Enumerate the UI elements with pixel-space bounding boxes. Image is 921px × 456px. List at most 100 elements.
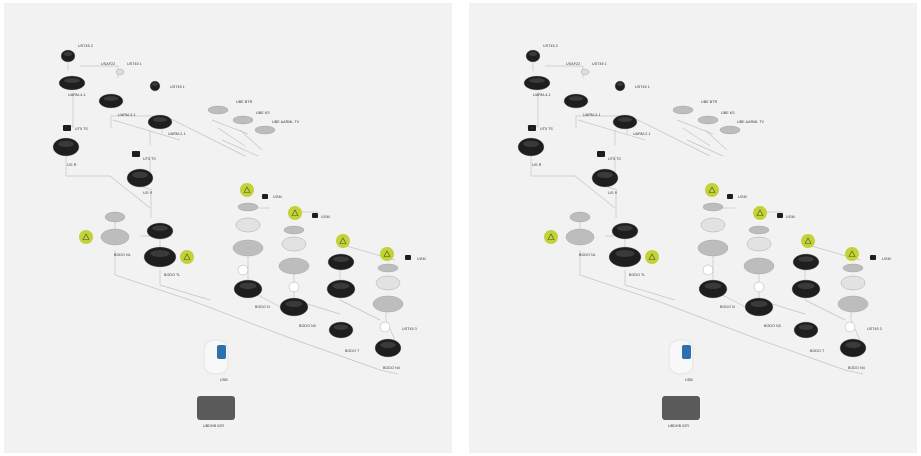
part-label-ust45-2: UST45 2	[78, 44, 93, 48]
compatibility-badge	[79, 230, 93, 244]
bodo-nl-ring	[565, 228, 595, 246]
part-highlight	[152, 117, 168, 123]
part-highlight	[132, 171, 148, 179]
ugm-insert	[777, 213, 783, 218]
jack	[288, 281, 300, 293]
part-highlight	[58, 140, 74, 148]
connector-line	[221, 139, 259, 157]
disc	[748, 225, 770, 235]
adapter-part	[580, 68, 590, 76]
connector-line	[579, 274, 656, 301]
connector-line	[624, 284, 676, 301]
connector-line	[217, 127, 246, 147]
compatibility-badge	[180, 250, 194, 264]
part-highlight	[704, 282, 722, 289]
ube-btr-insert	[672, 105, 694, 115]
part-highlight	[285, 300, 303, 307]
warning-icon	[547, 233, 555, 240]
part-label-ug-r2: UG R	[608, 191, 618, 195]
compatibility-badge	[544, 230, 558, 244]
lid-disc	[569, 211, 591, 223]
part-label-uarm-2-1: UARM-2-1	[633, 132, 651, 136]
warning-icon	[243, 186, 251, 193]
part-highlight	[64, 78, 80, 84]
warning-icon	[756, 209, 764, 216]
part-label-ut5-ts-1: UT5 TS	[75, 127, 88, 131]
part-label-ust45-1a: UST45 1	[592, 62, 607, 66]
part-label-ugm2: UGM	[786, 215, 795, 219]
part-label-ug-r2: UG R	[143, 191, 153, 195]
disc	[283, 225, 305, 235]
part-highlight	[529, 78, 545, 84]
compatibility-badge	[645, 250, 659, 264]
clip	[235, 217, 261, 233]
compatibility-badge	[845, 247, 859, 261]
part-highlight	[333, 324, 349, 331]
connector-line	[239, 129, 263, 151]
part-highlight	[617, 225, 633, 231]
part-label-usb: USB	[685, 378, 693, 382]
part-label-ubdhb: UBDHB 02R	[668, 424, 690, 428]
part-label-ust45-3: UST45 3	[867, 327, 882, 331]
part-label-ust45-2: UST45 2	[543, 44, 558, 48]
part-label-usb: USB	[220, 378, 228, 382]
bodo-nl-ring	[100, 228, 130, 246]
part-highlight	[798, 256, 814, 263]
connector-line	[654, 299, 756, 339]
part-highlight	[103, 96, 119, 102]
part-highlight	[617, 82, 623, 86]
part-label-ugm1: UGM	[738, 195, 747, 199]
usb-label-strip	[217, 345, 226, 359]
part-label-ust45-1b: UST45 1	[170, 85, 185, 89]
compatibility-badge	[336, 234, 350, 248]
disc	[237, 202, 259, 212]
part-label-bodo-tl: BODO TL	[629, 273, 646, 277]
part-label-ut5-ts-2: UT5 TS	[143, 157, 156, 161]
part-highlight	[528, 51, 538, 57]
part-label-bodo-n4: BODO N4	[848, 366, 865, 370]
ut5-ts-insert	[597, 151, 605, 157]
part-label-bodo-n4: BODO N4	[383, 366, 400, 370]
part-highlight	[239, 282, 257, 289]
part-label-ugm2: UGM	[321, 215, 330, 219]
clip	[746, 236, 772, 252]
connector-line	[577, 119, 646, 141]
usb-label-strip	[682, 345, 691, 359]
part-label-uarm-4-1: UARM-4-1	[533, 93, 551, 97]
clip	[375, 275, 401, 291]
ube-aarm-insert	[254, 125, 276, 135]
part-highlight	[152, 225, 168, 231]
lid-disc	[104, 211, 126, 223]
connector-line	[629, 115, 711, 157]
jack	[379, 321, 391, 333]
ube-aarm-insert	[719, 125, 741, 135]
part-highlight	[617, 117, 633, 123]
disc	[377, 263, 399, 273]
part-label-ust45-1b: UST45 1	[635, 85, 650, 89]
jack	[844, 321, 856, 333]
part-label-ugm3: UGM	[417, 257, 426, 261]
part-highlight	[750, 300, 768, 307]
part-label-bodo-n: BODO N	[255, 305, 270, 309]
connector-line	[189, 299, 291, 339]
part-highlight	[332, 282, 350, 289]
part-label-ug-r: UG R	[532, 163, 542, 167]
ugm-insert	[405, 255, 411, 260]
disc	[842, 263, 864, 273]
part-label-bodo-t: BODO T	[810, 349, 825, 353]
connector-line	[804, 299, 846, 321]
compatibility-badge	[288, 206, 302, 220]
bodo-tl-lid	[611, 222, 639, 240]
ring	[743, 257, 775, 275]
connector-line	[339, 299, 381, 321]
connector-line	[844, 369, 864, 375]
jack	[702, 264, 714, 276]
connector-line	[159, 284, 211, 301]
ring	[278, 257, 310, 275]
warning-icon	[82, 233, 90, 240]
warning-icon	[183, 253, 191, 260]
ring	[372, 295, 404, 313]
